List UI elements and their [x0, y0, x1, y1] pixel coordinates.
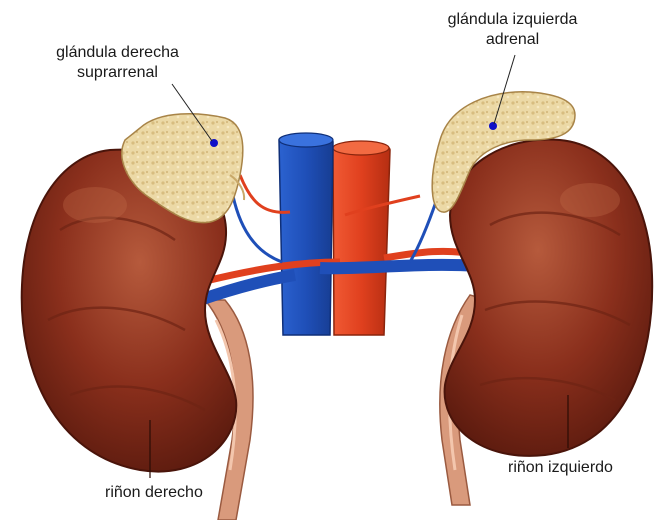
- right-kidney-label: riñon derecho: [105, 483, 203, 503]
- left-adrenal-label-line2: adrenal: [425, 30, 600, 50]
- left-adrenal-label-line1: glándula izquierda: [425, 10, 600, 30]
- right-adrenal-label-line1: glándula derecha: [30, 43, 205, 63]
- right-adrenal-label: glándula derecha suprarrenal: [30, 43, 205, 83]
- aorta: [333, 141, 390, 335]
- left-adrenal-label: glándula izquierda adrenal: [425, 10, 600, 50]
- left-adrenal-marker: [489, 122, 497, 130]
- left-kidney-label: riñon izquierdo: [508, 458, 613, 478]
- right-adrenal-label-line2: suprarrenal: [30, 63, 205, 83]
- vena-cava: [279, 133, 333, 335]
- left-kidney: [445, 140, 653, 456]
